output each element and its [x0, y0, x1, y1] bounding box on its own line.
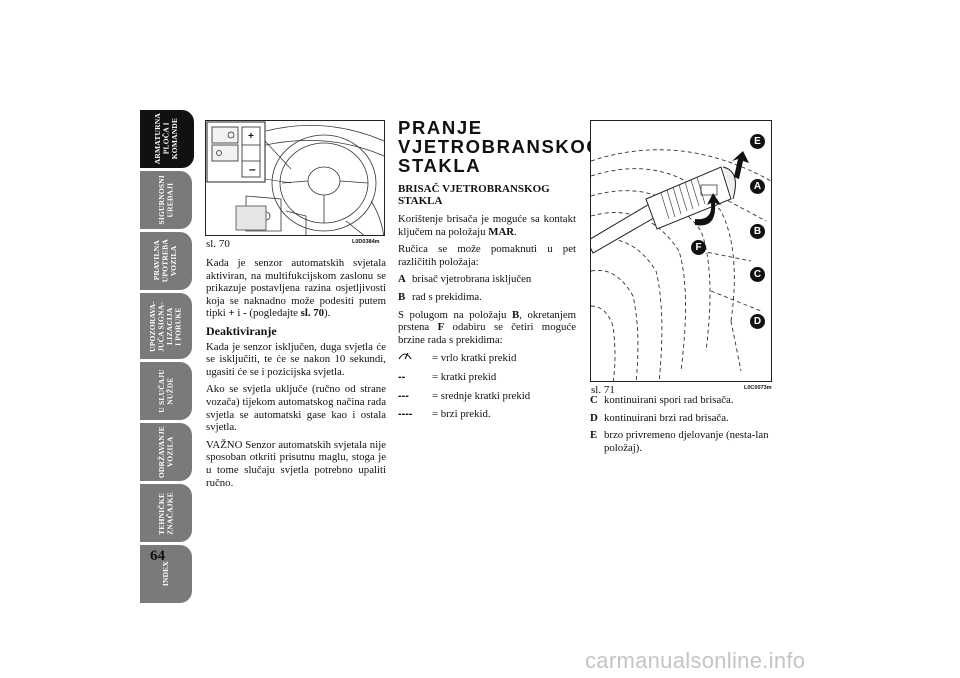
- fog-warning-paragraph: VAŽNO Senzor automatskih svjetala nije s…: [206, 438, 386, 489]
- label-b: B: [750, 221, 765, 239]
- chapter-tabs: ARMATURNA PLOČA I KOMANDE SIGURNOSNI URE…: [140, 110, 194, 606]
- auto-light-paragraph: Kada je senzor automatskih svjetala akti…: [206, 257, 386, 320]
- tab-upozoravajuca-signalizacija[interactable]: UPOZORAVA- JUĆA SIGNA- LIZACIJA I PORUKE: [140, 293, 192, 359]
- tab-tehnicke-znacajke[interactable]: TEHNIČKE ZNAČAJKE: [140, 484, 192, 542]
- page-number: 64: [150, 548, 165, 564]
- watermark: carmanualsonline.info: [585, 648, 806, 673]
- label-a: A: [750, 176, 765, 194]
- ring-paragraph: S polugom na položaju B, okretanjem prst…: [398, 308, 577, 346]
- text-column-1: Kada je senzor automatskih svjetala akti…: [206, 257, 386, 494]
- steering-wheel-illustration: + –: [206, 121, 384, 235]
- deactivation-paragraph: Kada je senzor isključen, duga svjetla ć…: [206, 340, 386, 378]
- label-d: D: [750, 311, 765, 329]
- positions-intro: Ručica se može pomaknuti u pet različiti…: [398, 243, 576, 268]
- tab-u-slucaju-nuzde[interactable]: U SLUČAJU NUŽDE: [140, 362, 192, 420]
- tab-pravilna-upotreba[interactable]: PRAVILNA UPOTREBA VOZILA: [140, 232, 192, 290]
- figure-71-code: L0C0073m: [744, 385, 772, 391]
- speed-row-1: = vrlo kratki prekid: [398, 351, 576, 365]
- speed-row-4: ----= brzi prekid.: [398, 408, 491, 421]
- wiper-stalk-illustration: [591, 149, 771, 381]
- wiper-intermittent-icon: [398, 351, 432, 365]
- deactivation-heading: Deaktiviranje: [206, 323, 277, 338]
- figure-wiper-stalk: E A B C D F: [590, 120, 772, 382]
- tab-index[interactable]: INDEX: [140, 545, 192, 603]
- text-column-2: PRANJE VJETROBRANSKOG STAKLA BRISAČ VJET…: [398, 117, 603, 427]
- figure-71-caption: sl. 71: [591, 384, 615, 396]
- svg-text:+: +: [248, 131, 254, 142]
- figure-70-code: L0D0384m: [352, 239, 380, 245]
- label-e: E: [750, 131, 765, 149]
- tab-armaturna-ploca[interactable]: ARMATURNA PLOČA I KOMANDE: [140, 110, 194, 168]
- svg-text:–: –: [249, 162, 256, 176]
- section-subtitle: BRISAČ VJETROBRANSKOG STAKLA: [398, 183, 550, 207]
- figure-70-caption: sl. 70: [206, 238, 230, 250]
- speed-row-3: ---= srednje kratki prekid: [398, 389, 531, 402]
- section-title: PRANJE VJETROBRANSKOG STAKLA: [398, 117, 603, 176]
- figure-dashboard-illustration: + –: [205, 120, 385, 236]
- usage-paragraph: Korištenje brisača je moguće sa kontakt …: [398, 213, 576, 238]
- speed-row-2: --= kratki prekid: [398, 370, 497, 383]
- tab-sigurnosni-uredaji[interactable]: SIGURNOSNI UREĐAJI: [140, 171, 192, 229]
- manual-lights-paragraph: Ako se svjetla uključe (ručno od strane …: [206, 383, 386, 434]
- label-f: F: [691, 237, 706, 255]
- tab-odrzavanje-vozila[interactable]: ODRŽAVANJE VOZILA: [140, 423, 192, 481]
- label-c: C: [750, 264, 765, 282]
